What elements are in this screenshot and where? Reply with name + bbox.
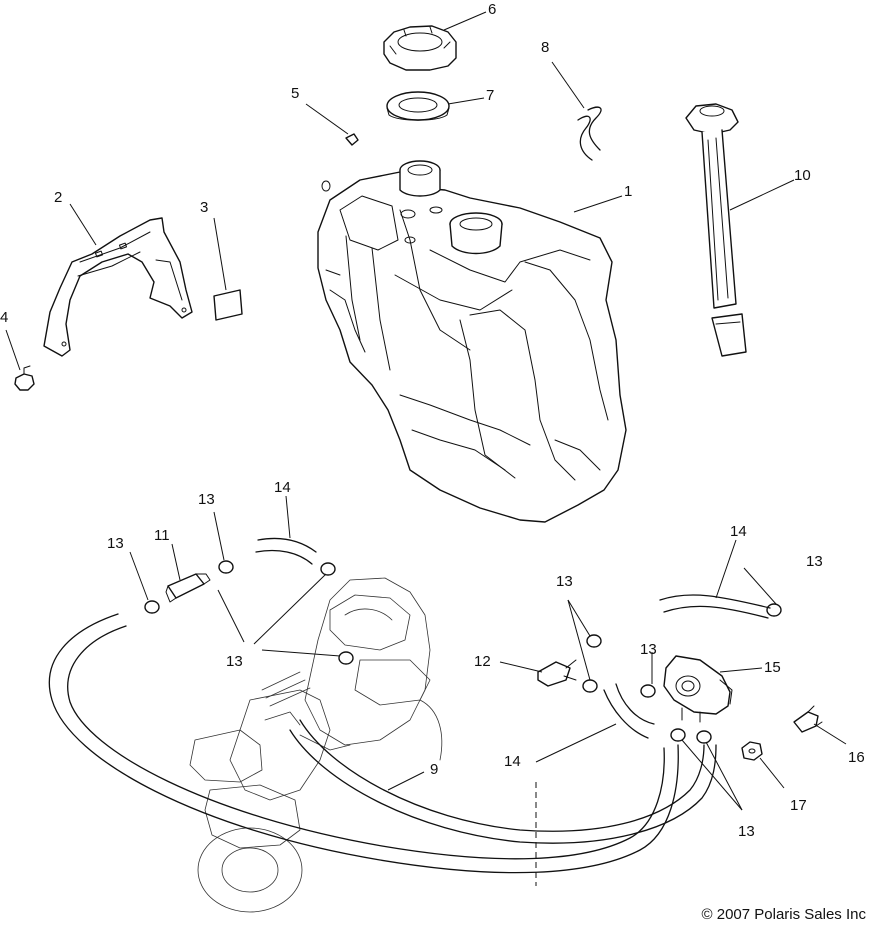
screw-4: [14, 365, 35, 391]
callout-11: 11: [154, 527, 170, 544]
callout-3: 3: [200, 199, 208, 216]
callout-8: 8: [541, 39, 549, 56]
bolt-16: [793, 705, 823, 733]
callout-5: 5: [291, 85, 299, 102]
callout-14-a: 14: [274, 479, 291, 496]
fuel-sender: [685, 103, 747, 357]
gasket: [386, 91, 450, 121]
callout-2: 2: [54, 189, 62, 206]
vent-hose: [577, 106, 602, 161]
pad: [213, 289, 243, 321]
callout-10: 10: [794, 167, 811, 184]
nut-17: [741, 741, 763, 761]
callout-6: 6: [488, 1, 496, 18]
copyright-notice: © 2007 Polaris Sales Inc: [701, 906, 866, 923]
callout-13-f: 13: [806, 553, 823, 570]
fitting-12: [537, 659, 577, 687]
callout-15: 15: [764, 659, 781, 676]
callout-13-a: 13: [107, 535, 124, 552]
callout-4: 4: [0, 309, 8, 326]
callout-13-b: 13: [198, 491, 215, 508]
callout-7: 7: [486, 87, 494, 104]
tank-bracket: [43, 217, 193, 357]
callout-13-e: 13: [640, 641, 657, 658]
callout-9: 9: [430, 761, 438, 778]
fuel-tank: [317, 160, 627, 523]
fuel-hoses: [255, 537, 771, 739]
hose-clamps: [144, 560, 782, 744]
leader-lines: [5, 11, 847, 886]
clip-5: [345, 133, 359, 146]
callout-17: 17: [790, 797, 807, 814]
fuel-filter: [165, 573, 211, 603]
callout-16: 16: [848, 749, 865, 766]
engine-ghost-outline: [189, 577, 443, 913]
callout-12: 12: [474, 653, 491, 670]
callout-13-g: 13: [738, 823, 755, 840]
callout-1: 1: [624, 183, 632, 200]
callout-14-b: 14: [730, 523, 747, 540]
callout-13-d: 13: [556, 573, 573, 590]
fuel-cap: [383, 25, 457, 71]
fuel-pump: [663, 655, 733, 723]
callout-13-c: 13: [226, 653, 243, 670]
fuel-line-loop: [48, 613, 717, 874]
callout-labels: 1 2 3 4 5 6 7 8 9 10 11 12 13 13 13 13 1…: [0, 1, 865, 840]
callout-14-c: 14: [504, 753, 521, 770]
